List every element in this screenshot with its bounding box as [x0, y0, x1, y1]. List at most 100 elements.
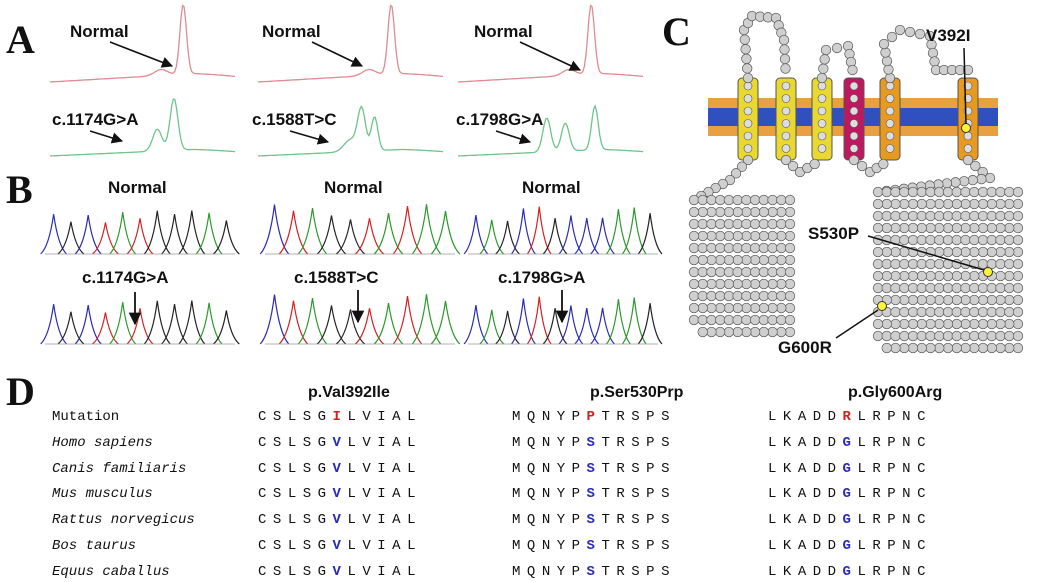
- residue-letter: P: [646, 486, 662, 503]
- residue: [941, 178, 953, 189]
- residue-letter: A: [392, 538, 408, 554]
- residue: [732, 290, 743, 302]
- residue: [1012, 186, 1024, 198]
- residue-letter: S: [631, 538, 647, 554]
- residue: [749, 290, 761, 302]
- residue: [890, 306, 901, 318]
- residue: [1012, 258, 1024, 270]
- residue-letter: S: [272, 563, 288, 580]
- residue: [739, 34, 750, 45]
- normal-melt-curve: [457, 4, 644, 83]
- residue: [767, 242, 778, 254]
- residue-letter: V: [332, 486, 348, 503]
- residue-letter: V: [362, 563, 378, 580]
- residue-letter: V: [332, 563, 348, 580]
- residue: [986, 198, 997, 210]
- chromatogram-peak: [558, 305, 584, 345]
- residue: [880, 47, 891, 58]
- residue-letter: C: [258, 512, 273, 529]
- residue: [934, 306, 945, 318]
- residue: [749, 302, 761, 314]
- residue: [942, 198, 954, 210]
- residue: [884, 72, 896, 84]
- residue: [732, 326, 743, 338]
- residue-letter: S: [586, 434, 602, 451]
- residue: [951, 270, 962, 282]
- chromatogram-peak: [161, 213, 188, 255]
- residue-letter: P: [571, 512, 587, 529]
- residue: [776, 302, 787, 314]
- residue: [741, 314, 752, 326]
- residue: [899, 246, 910, 258]
- variant-pointer: [835, 309, 879, 339]
- residue: [1012, 318, 1024, 330]
- residue: [969, 342, 980, 354]
- residue-letter: L: [407, 538, 422, 554]
- residue: [849, 131, 859, 141]
- residue: [688, 242, 700, 254]
- chromatogram-peak: [621, 207, 647, 255]
- chromatogram-peak: [278, 210, 309, 255]
- residue: [934, 294, 945, 306]
- chromatogram-peak: [430, 210, 461, 255]
- residue: [688, 206, 700, 218]
- residue: [977, 210, 989, 222]
- residue: [977, 294, 989, 306]
- residue: [881, 186, 892, 198]
- residue-letter: A: [797, 512, 813, 529]
- residue: [986, 294, 997, 306]
- residue: [890, 258, 901, 270]
- residue: [916, 258, 927, 270]
- residue: [995, 210, 1006, 222]
- residue-letter: S: [272, 434, 288, 451]
- residue: [688, 194, 700, 206]
- residue: [883, 64, 894, 75]
- residue: [706, 230, 717, 242]
- residue: [942, 270, 954, 282]
- residue-letter: M: [512, 563, 527, 580]
- residue-letter: S: [631, 563, 647, 580]
- residue: [942, 186, 954, 198]
- residue: [758, 278, 769, 290]
- residue-letter: L: [347, 538, 363, 554]
- residue: [787, 160, 799, 172]
- residue: [890, 210, 901, 222]
- residue: [986, 186, 997, 198]
- residue: [767, 278, 778, 290]
- residue: [847, 64, 858, 76]
- residue: [831, 42, 843, 54]
- residue-letter: T: [601, 434, 617, 451]
- residue: [899, 186, 910, 198]
- residue-letter: P: [646, 434, 662, 451]
- residue: [881, 282, 892, 294]
- residue: [942, 246, 954, 258]
- residue: [688, 218, 700, 230]
- residue-letter: K: [782, 563, 798, 580]
- residue: [907, 318, 919, 330]
- residue: [817, 94, 827, 103]
- chromatogram-peak: [354, 308, 385, 345]
- residue: [749, 278, 761, 290]
- residue: [688, 254, 700, 266]
- chromatogram-peak: [411, 294, 442, 345]
- residue: [723, 206, 735, 218]
- chromatogram-peak: [143, 210, 171, 255]
- residue: [872, 246, 884, 258]
- residue: [995, 198, 1006, 210]
- chromatogram-peak: [161, 303, 188, 345]
- residue: [977, 318, 989, 330]
- sequence-segment: LKADDRLRPNC: [768, 409, 932, 425]
- residue: [942, 282, 954, 294]
- residue: [784, 314, 796, 326]
- residue: [706, 290, 717, 302]
- chromatogram-peak: [74, 305, 102, 345]
- residue-letter: S: [631, 460, 647, 477]
- residue-letter: T: [601, 563, 617, 580]
- residue: [776, 194, 787, 206]
- residue: [820, 44, 832, 56]
- residue-letter: N: [902, 434, 918, 451]
- residue: [986, 342, 997, 354]
- residue-letter: M: [512, 409, 527, 425]
- panel-b-normal-label-3: Normal: [522, 178, 581, 197]
- residue-letter: S: [586, 538, 602, 554]
